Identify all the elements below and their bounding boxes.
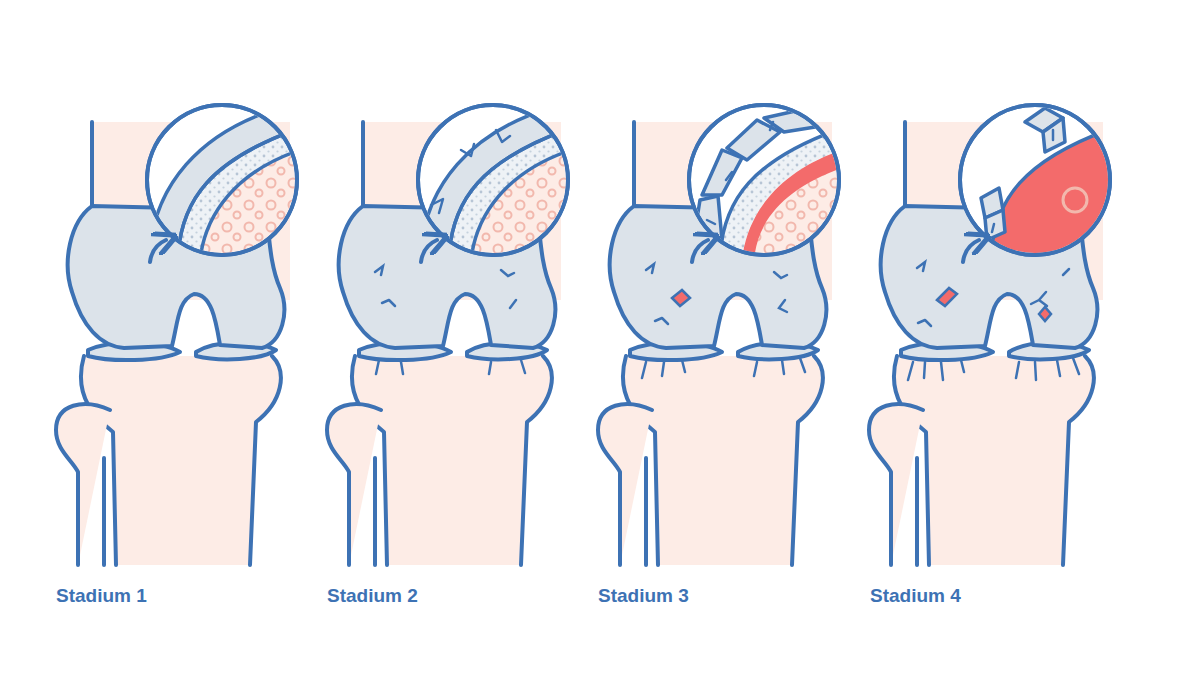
stage-label: Stadium 3 [598, 585, 689, 608]
stage-1-knee [56, 105, 300, 565]
stage-label: Stadium 1 [56, 585, 147, 608]
stage-label: Stadium 2 [327, 585, 418, 608]
stage-label: Stadium 4 [870, 585, 961, 608]
stage-3-knee [598, 104, 842, 565]
stage-2-knee [327, 105, 571, 565]
stage-4-knee [869, 105, 1113, 565]
